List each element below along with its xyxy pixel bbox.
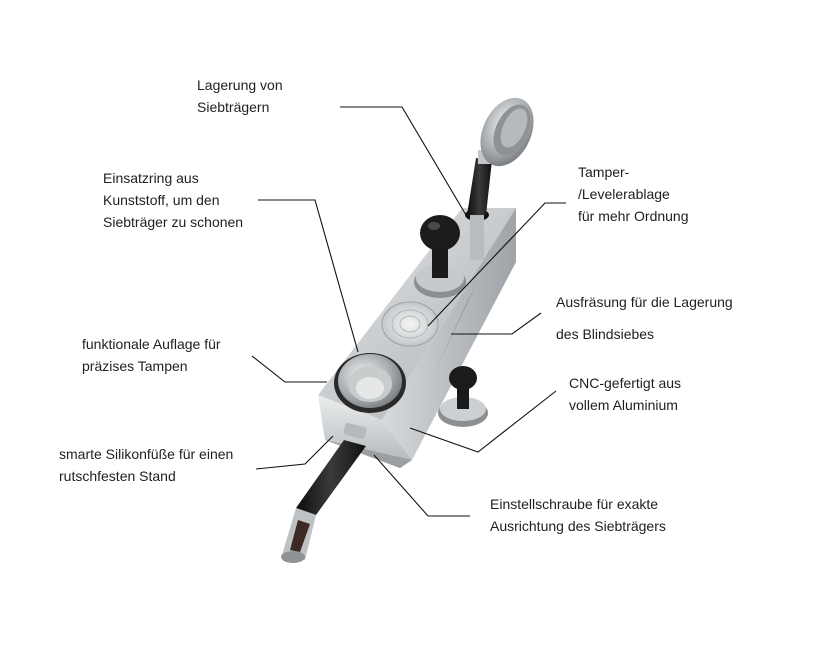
leader-cnc-aluminium	[409, 390, 557, 453]
annotation-line: Ausrichtung des Siebträgers	[490, 518, 666, 534]
annotation-storage-portafilter: Lagerung von Siebträgern	[197, 74, 283, 118]
leader-tamper-tray	[427, 202, 566, 327]
annotation-line: Lagerung von	[197, 77, 283, 93]
tamper-large	[414, 215, 466, 298]
annotation-line: /Levelerablage	[578, 186, 670, 202]
annotation-line: Einstellschraube für exakte	[490, 496, 659, 512]
annotation-tamper-tray: Tamper- /Levelerablage für mehr Ordnung	[578, 161, 689, 227]
portafilter-handle	[281, 423, 367, 563]
annotation-line: CNC-gefertigt aus	[569, 375, 682, 391]
leader-storage-portafilter	[340, 106, 467, 216]
annotation-line: Siebträger zu schonen	[103, 214, 244, 230]
annotation-line: Ausfräsung für die Lagerung	[556, 294, 733, 310]
annotation-line: vollem Aluminium	[569, 397, 678, 413]
blind-basket	[381, 301, 439, 347]
portafilter-basket	[334, 353, 406, 413]
annotation-tamping-support: funktionale Auflage für präzises Tampen	[82, 333, 221, 377]
leader-lines	[251, 106, 566, 517]
annotation-cnc-aluminium: CNC-gefertigt aus vollem Aluminium	[569, 372, 681, 416]
annotation-line: des Blindsiebes	[556, 326, 655, 342]
leader-insert-ring	[258, 199, 359, 353]
annotation-line: präzises Tampen	[82, 358, 188, 374]
leader-silicone-feet	[255, 435, 334, 470]
annotation-insert-ring: Einsatzring aus Kunststoff, um den Siebt…	[103, 167, 243, 233]
leader-adjustment-screw	[373, 454, 470, 517]
annotation-line: Kunststoff, um den	[103, 192, 220, 208]
leader-tamping-support	[251, 355, 327, 383]
annotation-line: funktionale Auflage für	[82, 336, 221, 352]
annotation-line: smarte Silikonfüße für einen	[59, 446, 234, 462]
tamper-small	[438, 366, 488, 427]
leader-blind-basket-slot	[451, 312, 542, 335]
annotation-line: Tamper-	[578, 164, 630, 180]
portafilter-upright	[465, 97, 534, 260]
annotation-adjustment-screw: Einstellschraube für exakte Ausrichtung …	[490, 493, 666, 537]
annotation-line: für mehr Ordnung	[578, 208, 689, 224]
annotation-blind-basket-slot: Ausfräsung für die Lagerung des Blindsie…	[556, 286, 733, 350]
annotation-line: rutschfesten Stand	[59, 468, 176, 484]
annotation-line: Siebträgern	[197, 99, 270, 115]
annotation-line: Einsatzring aus	[103, 170, 199, 186]
annotation-silicone-feet: smarte Silikonfüße für einen rutschfeste…	[59, 443, 233, 487]
